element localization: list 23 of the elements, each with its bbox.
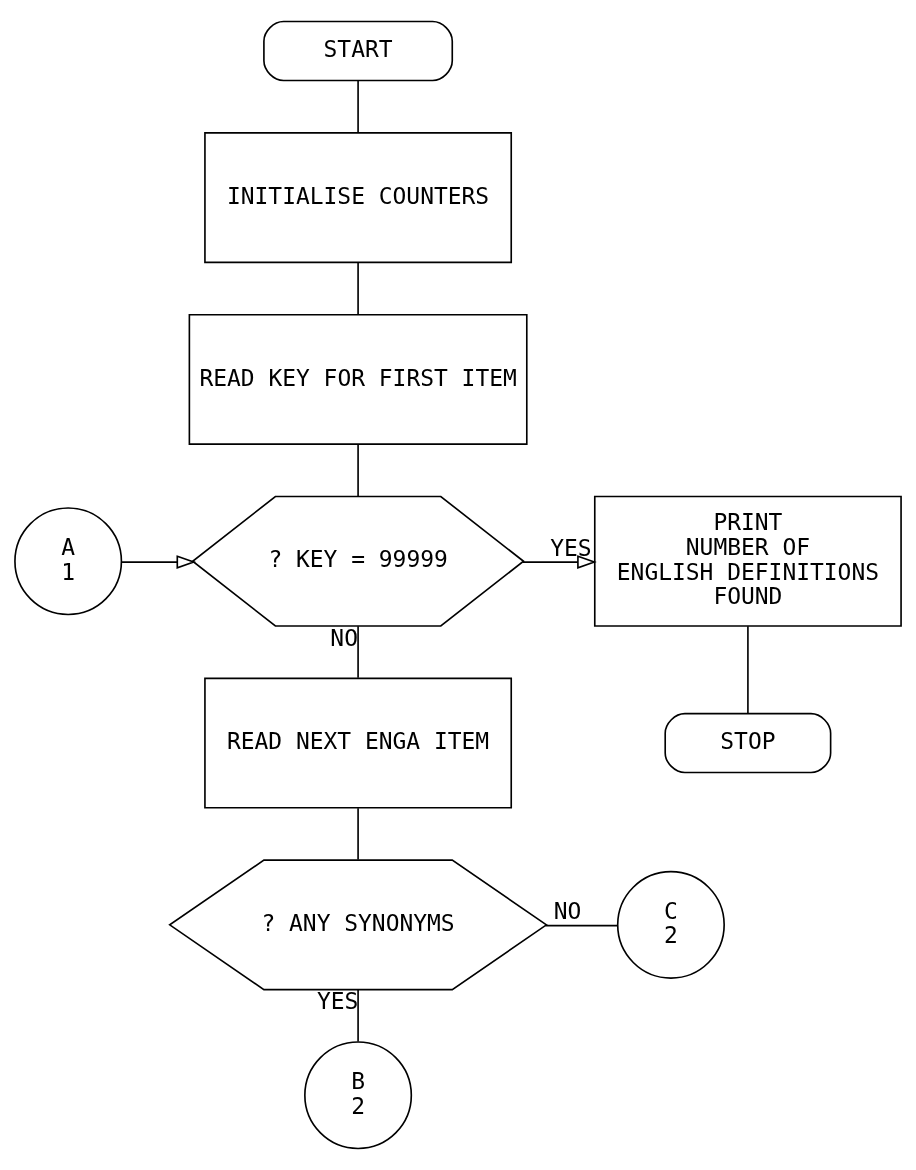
node-circle: B 2 xyxy=(304,1041,413,1150)
node-box: READ NEXT ENGA ITEM xyxy=(204,677,513,809)
node-circle: A 1 xyxy=(14,507,123,616)
edge-label: YES xyxy=(550,534,592,561)
edge-label: NO xyxy=(330,624,358,651)
node-box: PRINT NUMBER OF ENGLISH DEFINITIONS FOUND xyxy=(593,495,902,627)
arrow xyxy=(522,555,597,569)
edge-label: NO xyxy=(553,898,582,925)
arrow xyxy=(121,555,197,569)
connector xyxy=(544,924,619,927)
connector xyxy=(357,988,359,1043)
connector xyxy=(357,807,359,861)
connector xyxy=(357,261,359,315)
node-box: STOP xyxy=(664,712,832,774)
connector xyxy=(357,443,359,497)
node-box: START xyxy=(263,20,454,82)
connector xyxy=(357,79,359,134)
edge-label: YES xyxy=(316,988,359,1015)
node-box: READ KEY FOR FIRST ITEM xyxy=(188,313,528,445)
connector xyxy=(357,625,359,679)
node-box: INITIALISE COUNTERS xyxy=(204,132,513,264)
node-circle: C 2 xyxy=(616,870,725,979)
connector xyxy=(747,625,749,715)
